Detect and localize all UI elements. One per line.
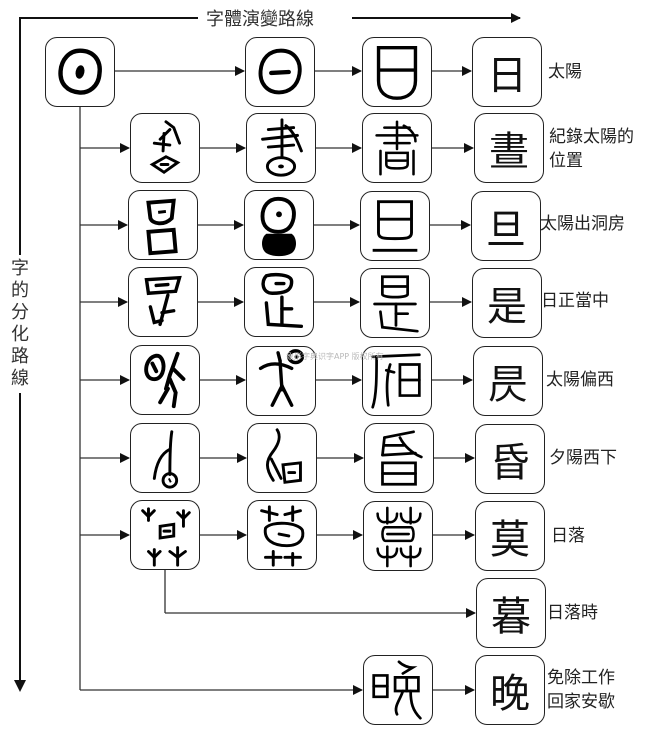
branch-route-arrowhead (14, 680, 26, 692)
glyph-box-seal-shi (360, 268, 430, 338)
watermark: 象形字典识字APP 版权所有 (286, 352, 384, 361)
oracle-hun-glyph-icon (152, 430, 179, 489)
meaning-label: 太陽 (548, 62, 582, 82)
bronze-mo-glyph-icon (260, 505, 305, 567)
evolution-route-arrow (19, 13, 521, 689)
branch-route-char: 線 (11, 368, 29, 389)
glyph-box-bronze-mo (247, 500, 317, 570)
glyph-box-seal-dan (360, 191, 430, 261)
meaning-label: 夕陽西下 (549, 448, 617, 468)
bronze-hun-glyph-icon (265, 428, 302, 484)
bronze-dan-glyph-icon (260, 196, 296, 257)
glyph-box-bronze-sun (245, 37, 315, 107)
branch-route-char: 字 (11, 258, 29, 279)
glyph-box-seal-mo (363, 501, 433, 571)
seal-ze-glyph-icon (371, 353, 421, 409)
branch-route-char: 化 (11, 324, 29, 345)
branch-route-char: 的 (11, 280, 29, 301)
meaning-label: 太陽偏西 (546, 370, 614, 390)
oracle-shi-glyph-icon (144, 275, 182, 327)
bronze-zhou-glyph-icon (261, 118, 303, 177)
oracle-zhou-glyph-icon (149, 120, 182, 175)
glyph-box-bronze-shi (244, 267, 314, 337)
glyph-box-oracle-zhou (130, 113, 200, 183)
meaning-label: 日落 (551, 526, 585, 546)
glyph-box-oracle-mo (130, 500, 200, 570)
seal-shi-glyph-icon (373, 275, 419, 333)
glyph-box-oracle-sun (45, 37, 115, 107)
modern-char-box: 昃 (473, 346, 543, 416)
meaning-label: 免除工作 回家安歇 (547, 668, 615, 712)
glyph-box-bronze-hun (247, 423, 317, 493)
glyph-box-oracle-ze (130, 345, 200, 415)
bronze-sun-glyph-icon (258, 48, 302, 95)
glyph-box-bronze-zhou (246, 113, 316, 183)
modern-char-box: 旦 (471, 191, 541, 261)
glyph-box-bronze-dan (244, 190, 314, 260)
seal-sun-glyph-icon (376, 46, 418, 100)
seal-hun-glyph-icon (381, 430, 423, 486)
seal-wan-glyph-icon (372, 660, 422, 720)
bronze-ze-glyph-icon (258, 349, 305, 407)
meaning-label: 日落時 (547, 603, 598, 623)
modern-char-box: 晝 (474, 113, 544, 183)
modern-char-box: 暮 (476, 578, 546, 648)
glyph-box-seal-zhou (362, 113, 432, 183)
oracle-dan-glyph-icon (146, 198, 178, 256)
meaning-label: 日正當中 (541, 291, 609, 311)
modern-char-box: 晚 (475, 655, 545, 725)
glyph-box-oracle-hun (130, 423, 200, 493)
modern-char-box: 莫 (475, 501, 545, 571)
meaning-label: 紀錄太陽的 位置 (549, 127, 634, 171)
modern-char-box: 昏 (475, 424, 545, 494)
glyph-box-oracle-shi (128, 267, 198, 337)
branch-route-char: 路 (11, 346, 29, 367)
seal-mo-glyph-icon (376, 506, 422, 568)
glyph-box-bronze-ze (246, 346, 316, 416)
branch-route-text: 字的分化路線 (9, 258, 31, 390)
branch-route-char: 分 (11, 302, 29, 323)
modern-char-box: 日 (472, 37, 542, 107)
oracle-sun-glyph-icon (58, 48, 102, 95)
glyph-box-seal-sun (362, 37, 432, 107)
seal-dan-glyph-icon (372, 200, 418, 252)
branch-route-label: 字的分化路線 (9, 255, 31, 393)
glyph-box-seal-wan (363, 655, 433, 725)
bronze-shi-glyph-icon (261, 273, 304, 328)
seal-zhou-glyph-icon (375, 120, 419, 176)
evolution-route-label: 字體演變路線 (200, 5, 320, 31)
modern-char-box: 是 (472, 268, 542, 338)
oracle-mo-glyph-icon (141, 507, 191, 567)
oracle-ze-glyph-icon (144, 351, 186, 409)
meaning-label: 太陽出洞房 (540, 214, 625, 234)
glyph-box-seal-hun (364, 423, 434, 493)
glyph-box-oracle-dan (128, 190, 198, 260)
glyph-box-seal-ze (362, 346, 432, 416)
